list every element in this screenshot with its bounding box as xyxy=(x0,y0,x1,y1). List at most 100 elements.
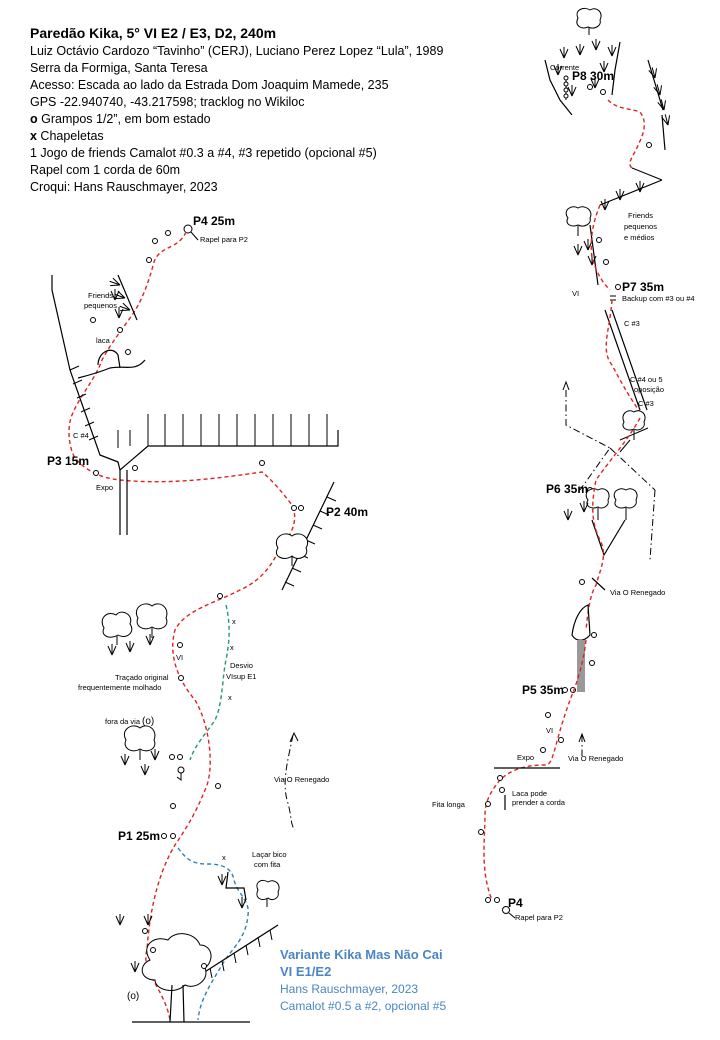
ledge-line xyxy=(599,179,663,206)
bolt xyxy=(545,712,551,718)
bolt xyxy=(587,84,593,90)
tree-icon xyxy=(136,603,168,638)
belay-p1-label: P1 25m xyxy=(118,829,160,843)
bolt xyxy=(132,465,138,471)
p2-crack xyxy=(281,481,335,591)
cam-4-note-1: C #4 ou 5 xyxy=(630,375,663,384)
bolt xyxy=(150,947,156,953)
cam-4-note: C #4 xyxy=(73,431,89,440)
belay-p6-label: P6 35m xyxy=(546,482,588,496)
crack-line xyxy=(661,114,666,151)
belay-p3-label: P3 15m xyxy=(47,454,89,468)
variant-gear: Camalot #0.5 a #2, opcional #5 xyxy=(280,999,446,1013)
up-arrow-icon xyxy=(289,731,299,743)
bolt xyxy=(589,660,595,666)
rappel-p2-note-right: Rapel para P2 xyxy=(515,913,563,922)
bolt xyxy=(558,737,564,743)
bolt xyxy=(485,897,491,903)
bolt xyxy=(600,89,606,95)
variant-info: Variante Kika Mas Não Cai VI E1/E2 Hans … xyxy=(280,947,446,1013)
bolt xyxy=(494,897,500,903)
right-topo: Corrente P8 30m Friends pequenos e médio… xyxy=(432,7,695,922)
legend-bolts: o Grampos 1/2”, em bom estado xyxy=(30,112,211,126)
bolt xyxy=(177,754,183,760)
gps: GPS -22.940740, -43.217598; tracklog no … xyxy=(30,95,304,109)
ledge-line xyxy=(591,577,606,591)
bolt xyxy=(596,237,602,243)
tree-icon xyxy=(585,488,610,520)
bolt xyxy=(579,579,585,585)
bolt xyxy=(499,787,505,793)
bolt xyxy=(591,632,597,638)
rappel-arrow-icon xyxy=(190,231,199,241)
roof-hatching xyxy=(147,414,328,446)
via-renegado-line-left xyxy=(284,734,296,831)
rappel-p2-note: Rapel para P2 xyxy=(200,235,248,244)
bolt xyxy=(615,284,621,290)
bolt xyxy=(117,327,123,333)
tree-icon xyxy=(256,879,280,907)
laca-label: laca xyxy=(96,336,111,345)
main-route-line xyxy=(68,231,296,1021)
backup-anchor-icon xyxy=(610,295,616,301)
variant-title: Variante Kika Mas Não Cai xyxy=(280,947,443,962)
roof-line xyxy=(99,430,339,472)
up-arrow-icon xyxy=(578,732,586,743)
lasso-note-1: Laçar bico xyxy=(252,850,287,859)
access: Acesso: Escada ao lado da Estrada Dom Jo… xyxy=(30,78,389,92)
hanger: x xyxy=(222,853,226,862)
roof-hatching-small xyxy=(117,430,131,448)
bolt xyxy=(298,505,304,511)
ledge-line xyxy=(619,427,649,441)
bolt xyxy=(563,93,569,99)
bolt xyxy=(146,257,152,263)
friends-note-right-3: e médios xyxy=(624,233,655,242)
main-route-line-right-d xyxy=(483,639,587,901)
grade-vi-right: VI xyxy=(572,289,579,298)
via-renegado-label-right-2: Via O Renegado xyxy=(568,754,623,763)
desvio-note-1: Desvio xyxy=(230,661,253,670)
laca-note-1: Laca pode xyxy=(512,789,547,798)
gear-list: 1 Jogo de friends Camalot #0.3 a #4, #3 … xyxy=(30,146,377,160)
anchor-p4-right xyxy=(502,906,510,914)
bolt xyxy=(563,81,569,87)
original-line-note-1: Traçado original xyxy=(115,673,169,682)
legend-hangers: x Chapeletas xyxy=(30,129,104,143)
bolt xyxy=(563,87,569,93)
friends-note-2: pequenos xyxy=(84,301,117,310)
off-route-note: fora da via(o) xyxy=(105,716,154,727)
friends-note-1: Friends xyxy=(88,291,113,300)
original-line-note-2: frequentemente molhado xyxy=(78,683,161,692)
pitch-crack xyxy=(604,309,641,411)
bolt xyxy=(215,783,221,789)
horn-feature xyxy=(225,871,247,901)
cam-3-note-a: C #3 xyxy=(624,319,640,328)
desvio-route-line xyxy=(189,604,230,761)
summit-crack xyxy=(647,59,664,111)
lower-slab-line xyxy=(199,924,279,976)
rappel-bolt xyxy=(177,766,185,774)
friends-note-right-1: Friends xyxy=(628,211,653,220)
via-renegado-label-right-1: Via O Renegado xyxy=(610,588,665,597)
tree-icon xyxy=(576,7,602,35)
grade-vi-right-2: VI xyxy=(546,726,553,735)
belay-p4-label: P4 25m xyxy=(193,214,235,228)
bolt xyxy=(497,775,503,781)
arete-hatching xyxy=(69,365,99,441)
bolt xyxy=(161,833,167,839)
hanger: x xyxy=(230,643,234,652)
dihedral-line xyxy=(591,519,626,557)
via-renegado-line-right xyxy=(565,390,656,561)
rappel-arrow-icon xyxy=(508,912,516,919)
flake-feature xyxy=(571,604,591,641)
backup-note: Backup com #3 ou #4 xyxy=(622,294,695,303)
bolt xyxy=(177,642,183,648)
bolt xyxy=(217,593,223,599)
variant-route-line xyxy=(177,847,249,1021)
belay-p8-label: P8 30m xyxy=(572,69,614,83)
ledge-line xyxy=(77,359,146,379)
rappel-info: Rapel com 1 corda de 60m xyxy=(30,163,180,177)
left-topo: P4 25m Rapel para P2 Friends pequenos la… xyxy=(47,214,368,1023)
topo-title: Paredão Kika, 5° VI E2 / E3, D2, 240m xyxy=(30,25,276,41)
